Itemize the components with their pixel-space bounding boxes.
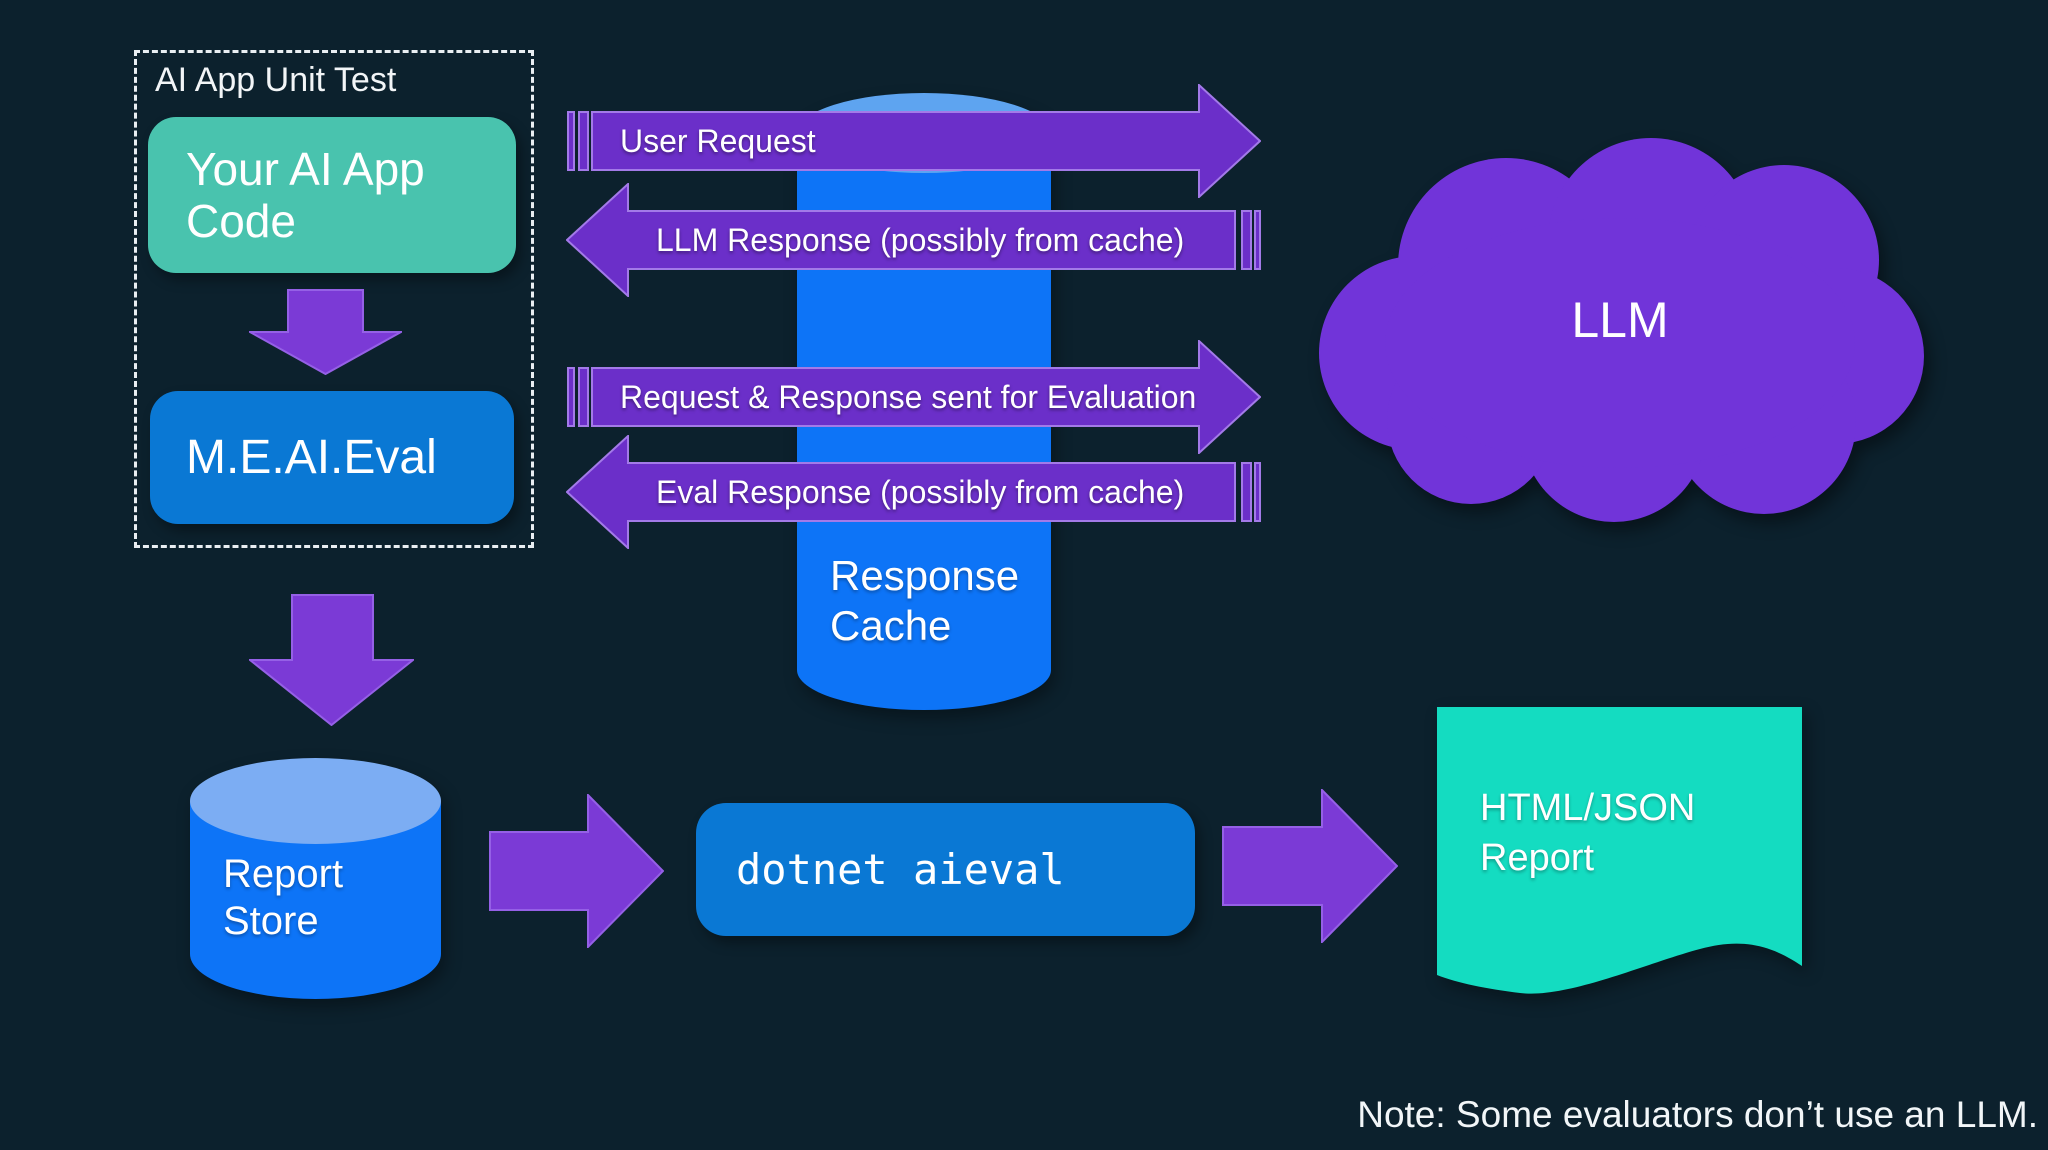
footnote: Note: Some evaluators don’t use an LLM.: [1357, 1094, 2038, 1135]
right-arrow-store-to-cli: [489, 794, 664, 948]
arrow-eval-response-label: Eval Response (possibly from cache): [656, 473, 1185, 510]
report-store-cylinder: Report Store: [190, 758, 441, 1000]
arrow-llm-response-label: LLM Response (possibly from cache): [656, 221, 1185, 258]
report-store-line1: Report: [223, 852, 344, 896]
down-arrow-eval-to-store: [249, 594, 414, 726]
dotnet-aieval-node: dotnet aieval: [696, 803, 1195, 936]
report-store-line2: Store: [223, 899, 319, 943]
response-cache-line1: Response: [830, 552, 1020, 599]
arrow-user-request-label: User Request: [620, 122, 816, 159]
report-doc-line2: Report: [1480, 837, 1595, 879]
cylinder-top-ellipse: [190, 758, 441, 844]
app-code-node: Your AI App Code: [148, 117, 516, 273]
down-arrow-app-to-eval: [249, 289, 402, 375]
app-code-line1: Your AI App: [186, 143, 425, 195]
report-doc-shape: HTML/JSON Report: [1437, 707, 1802, 999]
llm-cloud-label: LLM: [1571, 292, 1669, 348]
report-doc-label: HTML/JSON Report: [1480, 783, 1695, 883]
report-doc-line1: HTML/JSON: [1480, 787, 1696, 829]
response-cache-line2: Cache: [830, 602, 952, 649]
dotnet-aieval-label: dotnet aieval: [736, 845, 1065, 894]
arrow-eval-request-label: Request & Response sent for Evaluation: [620, 378, 1197, 415]
meai-eval-node: M.E.AI.Eval: [150, 391, 514, 524]
unit-test-group-box: AI App Unit Test: [134, 50, 534, 548]
unit-test-group-label: AI App Unit Test: [155, 61, 397, 99]
arrow-eval-response: Eval Response (possibly from cache): [566, 435, 1261, 549]
response-cache-label: Response Cache: [830, 551, 1019, 651]
report-store-label: Report Store: [223, 851, 343, 945]
llm-cloud: LLM: [1316, 138, 1924, 522]
arrow-eval-request: Request & Response sent for Evaluation: [566, 340, 1261, 454]
app-code-line2: Code: [186, 195, 296, 247]
arrow-user-request: User Request: [566, 84, 1261, 198]
meai-eval-label: M.E.AI.Eval: [186, 431, 437, 484]
arrow-llm-response: LLM Response (possibly from cache): [566, 183, 1261, 297]
right-arrow-cli-to-report: [1222, 789, 1398, 943]
